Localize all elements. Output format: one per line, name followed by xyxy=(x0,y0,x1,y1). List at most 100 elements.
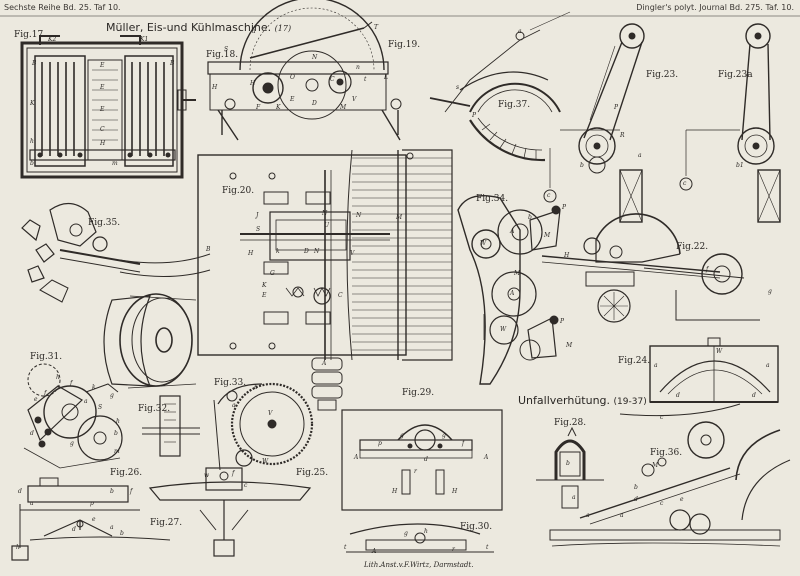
fig29-letter-A2: A xyxy=(484,454,489,461)
fig31-mechanism xyxy=(23,363,123,469)
title-unfall-text: Unfallverhütung. xyxy=(518,394,611,407)
fig24-letter-W: W xyxy=(716,348,723,355)
fig29-letter-d: d xyxy=(424,456,428,463)
fig36-letter-e: e xyxy=(680,496,684,503)
fig17-letter-m: m xyxy=(112,160,118,167)
fig33-letter-W: W xyxy=(262,458,269,465)
fig31-letter-a: a xyxy=(84,398,88,405)
fig23-letter-c: c xyxy=(547,192,551,199)
fig20-letter-K: K xyxy=(262,282,267,289)
fig23a-letter-b1: b1 xyxy=(736,162,744,169)
fig18-letter-F: F xyxy=(256,104,261,111)
fig27-letter-e: e xyxy=(92,516,96,523)
title-unfall-ref: (19-37) xyxy=(613,397,647,407)
fig23-belt-pulley xyxy=(543,23,645,223)
fig17-letter-K2: K2 xyxy=(48,36,57,43)
fig34-roller-guard xyxy=(457,195,561,385)
fig-label-30: Fig.30. xyxy=(460,522,493,532)
fig26-letter-h: h xyxy=(16,544,20,551)
lithographer-credit: Lith.Anst.v.F.Wirtz, Darmstadt. xyxy=(364,561,474,569)
fig37-letter-a: a xyxy=(518,28,522,35)
fig23-letter-b: b xyxy=(580,162,584,169)
fig34-letter-M1: M xyxy=(544,232,551,239)
fig25-letter-f: f xyxy=(232,470,235,477)
fig-label-37: Fig.37. xyxy=(498,100,531,110)
fig29-bearing-cover xyxy=(341,409,503,511)
fig20-letter-H: H xyxy=(248,250,254,257)
fig20-letter-C: C xyxy=(338,292,343,299)
fig20-letter-G: G xyxy=(270,270,275,277)
fig36-letter-d: d xyxy=(634,496,638,503)
fig27-linkage xyxy=(29,519,171,541)
fig-label-33: Fig.33. xyxy=(214,378,247,388)
fig29-letter-A1: A xyxy=(354,454,359,461)
fig24-letter-c: c xyxy=(660,414,664,421)
fig35-gear-guard xyxy=(21,202,211,389)
fig31-letter-h1: h xyxy=(56,374,60,381)
fig31-letter-g2: g xyxy=(70,440,74,447)
title-mueller-text: Müller, Eis-und Kühlmaschine. xyxy=(106,21,272,34)
fig20-letter-E: E xyxy=(262,292,267,299)
fig20-letter-V: V xyxy=(350,250,355,257)
fig34-letter-b: b xyxy=(528,214,532,221)
fig-label-26: Fig.26. xyxy=(110,468,143,478)
fig29-letter-H2: H xyxy=(452,488,458,495)
fig20-letter-N1: N xyxy=(322,210,328,217)
fig18-letter-L: L xyxy=(384,74,388,81)
fig20-letter-J: J xyxy=(256,212,259,219)
fig33-letter-b: b xyxy=(254,384,258,391)
fig20-letter-B: B xyxy=(206,246,211,253)
fig-label-23: Fig.23. xyxy=(646,70,679,80)
fig22-letter-g: g xyxy=(768,288,772,295)
fig25-letter-c: c xyxy=(244,482,248,489)
fig34-letter-M2: M xyxy=(566,342,573,349)
fig-label-19: Fig.19. xyxy=(388,40,421,50)
fig34-letter-P1: P xyxy=(562,204,567,211)
fig20-letter-U: U xyxy=(324,222,330,229)
fig31-letter-S: S xyxy=(98,404,103,411)
fig18-letter-T: T xyxy=(374,24,379,31)
fig-label-22: Fig.22. xyxy=(676,242,709,252)
fig31-letter-f1: f xyxy=(70,380,73,387)
fig-label-25: Fig.25. xyxy=(296,468,329,478)
fig31-letter-k: k xyxy=(92,384,96,391)
fig20-letter-N2: N xyxy=(314,248,320,255)
fig20-grate-panel xyxy=(346,149,453,361)
fig28-letter-a2: a xyxy=(586,512,590,519)
fig29-letter-g1: g xyxy=(400,432,404,439)
fig18-letter-H1: H xyxy=(250,80,256,87)
fig-label-20: Fig.20. xyxy=(222,186,255,196)
fig36-letter-c: c xyxy=(660,500,664,507)
fig24-letter-d1: d xyxy=(676,392,680,399)
fig17-letter-K: K xyxy=(30,100,35,107)
fig36-letter-a: a xyxy=(620,512,624,519)
fig27-letter-b: b xyxy=(120,530,124,537)
fig37-letter-P: P xyxy=(472,112,477,119)
fig31-letter-e: e xyxy=(34,396,38,403)
fig23-letter-a: a xyxy=(638,152,642,159)
fig30-letter-r: r xyxy=(452,546,455,553)
fig30-letter-A: A xyxy=(372,548,377,555)
fig28-letter-a1: a xyxy=(572,494,576,501)
fig20-letter-N3: N xyxy=(356,212,362,219)
fig22-letter-H: H xyxy=(564,252,570,259)
fig28-clamp xyxy=(536,426,604,509)
fig34-letter-M3: M xyxy=(514,270,521,277)
fig17-letter-C: C xyxy=(100,126,105,133)
fig24-letter-a2: a xyxy=(766,362,770,369)
fig17-ice-machine-section xyxy=(20,35,196,179)
fig20-plan-view xyxy=(197,152,414,411)
fig33-letter-a: a xyxy=(232,402,236,409)
fig20-letter-D: D xyxy=(304,248,309,255)
fig27-letter-d: d xyxy=(72,526,76,533)
fig25-tool-rest xyxy=(148,467,312,557)
fig18-letter-V: V xyxy=(352,96,357,103)
fig17-letter-H: H xyxy=(100,140,106,147)
title-unfallverhuetung: Unfallverhütung. (19-37) xyxy=(518,395,647,408)
fig-label-34: Fig.34. xyxy=(476,194,509,204)
fig18-letter-a: a xyxy=(252,28,256,35)
fig-label-24: Fig.24. xyxy=(618,356,651,366)
fig28-letter-b: b xyxy=(566,460,570,467)
